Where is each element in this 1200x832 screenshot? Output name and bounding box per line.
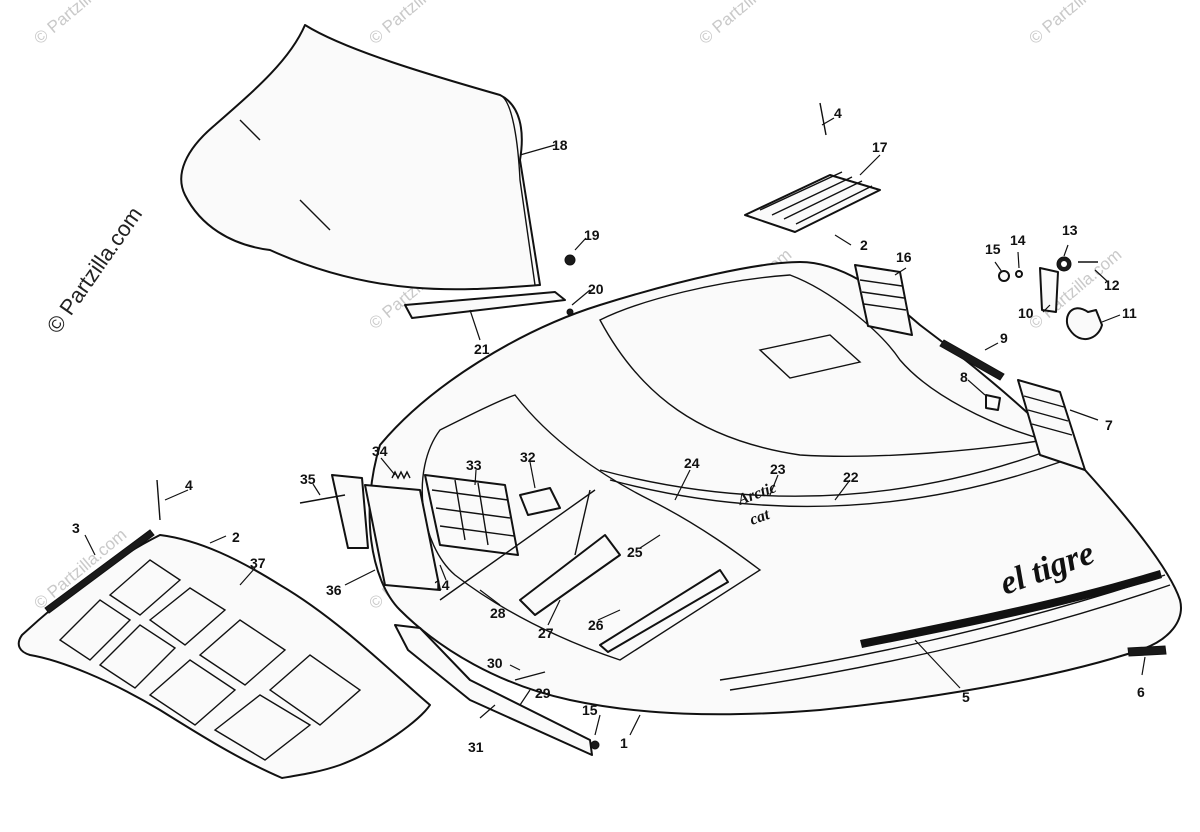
callout: 30 bbox=[487, 655, 503, 671]
callout: 25 bbox=[627, 544, 643, 560]
windshield-trim bbox=[404, 291, 566, 319]
latch-assembly bbox=[998, 256, 1103, 340]
callout: 28 bbox=[490, 605, 506, 621]
callout: 6 bbox=[1137, 684, 1145, 700]
callout: 26 bbox=[588, 617, 604, 633]
callout: 22 bbox=[843, 469, 859, 485]
callout: 14 bbox=[434, 577, 450, 593]
callout: 2 bbox=[860, 237, 868, 253]
callout: 36 bbox=[326, 582, 342, 598]
callout: 14 bbox=[1010, 232, 1026, 248]
callout: 33 bbox=[466, 457, 482, 473]
callout: 19 bbox=[584, 227, 600, 243]
light-housing bbox=[364, 484, 441, 591]
callout: 4 bbox=[185, 477, 193, 493]
callout: 15 bbox=[582, 702, 598, 718]
lower-bracket bbox=[394, 624, 593, 756]
callout: 32 bbox=[520, 449, 536, 465]
callout: 8 bbox=[960, 369, 968, 385]
watermark: © Partzilla.com bbox=[1025, 0, 1125, 48]
callout: 4 bbox=[834, 105, 842, 121]
callout: 1 bbox=[620, 735, 628, 751]
bulb-socket bbox=[519, 487, 561, 516]
callout: 18 bbox=[552, 137, 568, 153]
callout: 37 bbox=[250, 555, 266, 571]
callout: 7 bbox=[1105, 417, 1113, 433]
watermark: © Partzilla.com bbox=[30, 0, 130, 48]
watermark: © Partzilla.com bbox=[695, 0, 795, 48]
callout: 24 bbox=[684, 455, 700, 471]
callout: 20 bbox=[588, 281, 604, 297]
emblem bbox=[1127, 645, 1167, 657]
callout: 12 bbox=[1104, 277, 1120, 293]
spring bbox=[391, 470, 411, 480]
panel-decal-line2: cat bbox=[748, 506, 773, 529]
hood bbox=[368, 261, 1182, 716]
callouts: 1 2 2 3 4 4 5 6 7 8 9 10 11 12 13 14 14 … bbox=[72, 105, 1145, 755]
hood-strap bbox=[939, 339, 1005, 381]
grille-strip bbox=[44, 529, 155, 614]
callout: 2 bbox=[232, 529, 240, 545]
hood-clip bbox=[985, 394, 1001, 411]
callout: 23 bbox=[770, 461, 786, 477]
side-vent-right-upper bbox=[854, 264, 913, 336]
callout: 15 bbox=[985, 241, 1001, 257]
light-bracket bbox=[331, 474, 369, 549]
top-vent bbox=[744, 171, 881, 233]
callout: 5 bbox=[962, 689, 970, 705]
callout: 10 bbox=[1018, 305, 1034, 321]
callout: 16 bbox=[896, 249, 912, 265]
callout: 34 bbox=[372, 443, 388, 459]
callout: 3 bbox=[72, 520, 80, 536]
baffles bbox=[439, 489, 729, 653]
callout: 31 bbox=[468, 739, 484, 755]
grille bbox=[17, 534, 431, 779]
callout: 11 bbox=[1122, 305, 1137, 321]
credit-text: © Partzilla.com bbox=[42, 202, 148, 338]
callout: 9 bbox=[1000, 330, 1008, 346]
callout: 17 bbox=[872, 139, 888, 155]
side-vent-right-lower bbox=[1017, 379, 1086, 471]
watermark: © Partzilla.com bbox=[365, 0, 465, 48]
leader-lines bbox=[84, 117, 1146, 736]
fasteners bbox=[156, 102, 827, 750]
headlight bbox=[424, 474, 519, 556]
callout: 13 bbox=[1062, 222, 1078, 238]
callout: 27 bbox=[538, 625, 554, 641]
callout: 35 bbox=[300, 471, 316, 487]
callout: 21 bbox=[474, 341, 490, 357]
windshield bbox=[180, 24, 541, 291]
callout: 29 bbox=[535, 685, 551, 701]
